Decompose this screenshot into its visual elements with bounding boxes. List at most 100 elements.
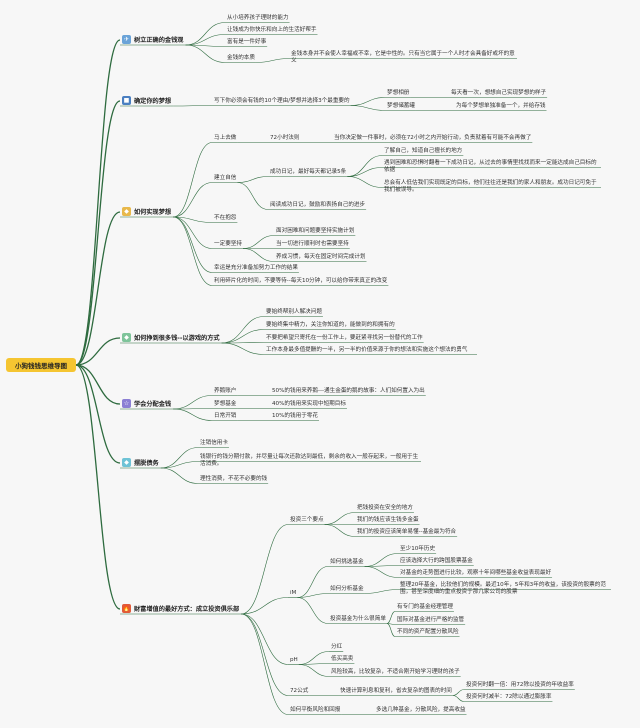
node-text[interactable]: 为每个梦想单独准备一个，并给存钱 — [456, 102, 546, 109]
connector-line — [75, 364, 121, 464]
branch-node[interactable]: ◆如何挣到很多钱--以游戏的方式 — [122, 333, 220, 342]
node-text[interactable]: 不要把希望只寄托在一份工作上，要赶紧寻找另一份替代的工作 — [266, 334, 423, 341]
branch-label: 摆脱债务 — [134, 460, 159, 467]
connector-line — [241, 613, 289, 665]
node-text[interactable]: 72公式 — [290, 687, 309, 694]
node-text[interactable]: 理性消费，不花不必要的钱 — [200, 475, 268, 482]
node-text[interactable]: 钱银行的钱分期付款，并尽量让每次还款达到最低，剩余的收入一般存起来，一般用于生活… — [200, 453, 419, 467]
node-text[interactable]: 注销信用卡 — [200, 439, 228, 446]
connector-line — [324, 524, 356, 537]
node-text[interactable]: 不在抱怨 — [214, 214, 237, 221]
connector-line — [185, 44, 226, 63]
node-text[interactable]: 如何分析基金 — [330, 585, 364, 592]
node-text[interactable]: 了解自己，知道自己擅长的地方 — [384, 147, 463, 154]
node-text[interactable]: 低买高卖 — [331, 655, 354, 662]
connector-line — [364, 553, 399, 567]
connector-line — [347, 155, 383, 177]
node-text[interactable]: 养成习惯，每天在固定时间完成计划 — [276, 253, 366, 260]
branch-node[interactable]: ◆如何实现梦想 — [122, 207, 171, 216]
node-text[interactable]: 不同的资产配置分散风险 — [397, 628, 459, 635]
node-text[interactable]: 多选几种基金，分散风险，提高收益 — [376, 706, 466, 713]
branch-node[interactable]: ■确定你的梦想 — [122, 96, 171, 105]
node-text[interactable]: pH — [290, 656, 298, 663]
node-text[interactable]: 建立自信 — [214, 174, 237, 181]
node-text[interactable]: 整理20年基金，比较他们的规模。最近10年，5年和3年的收益，该投资的股票的范围… — [400, 581, 606, 595]
node-text[interactable]: 总会有人低估我们实现既定的目标，他们往往还是我们的家人和朋友。成功日记可免于我们… — [384, 179, 597, 193]
node-text[interactable]: 风险较高，比较复杂，不适合刚开始学习理财的孩子 — [331, 668, 460, 675]
node-text[interactable]: 50%的钱用来养鹅---通生金蛋的鹅的故事：人们如何置入为出 — [272, 387, 425, 394]
branch-node[interactable]: 🔥财富增值的最好方式：成立投资俱乐部 — [122, 604, 239, 613]
connector-line — [297, 597, 329, 624]
node-text[interactable]: 幸运是充分准备加努力工作的结果 — [214, 264, 298, 271]
connector-line — [298, 664, 330, 677]
star-icon: ☆ — [122, 399, 131, 408]
node-text[interactable]: 一定要坚持 — [214, 240, 242, 247]
connector-line — [452, 689, 465, 696]
node-text[interactable]: 梦想相册 — [387, 89, 410, 96]
connector-line — [241, 613, 289, 696]
node-text[interactable]: 成功日记，最好每天都记录5条 — [270, 168, 347, 175]
connector-line — [452, 695, 465, 702]
node-text[interactable]: 有专门的基金经理管理 — [397, 603, 453, 610]
connector-line — [350, 105, 386, 111]
node-text[interactable]: 对基金的走势图进行比较，观察十年间哪些基金收益表现最好 — [400, 569, 552, 576]
node-text[interactable]: 如何平衡风险和回报 — [290, 706, 341, 713]
node-text[interactable]: 写下你必须会有钱的10个理由/梦想并选择3个最重要的 — [214, 97, 350, 104]
connector-line — [185, 22, 226, 46]
connector-line — [347, 167, 383, 177]
connector-line — [160, 447, 199, 469]
node-text[interactable]: 把钱投资在安全的地方 — [357, 504, 413, 511]
node-text[interactable]: 日常开销 — [214, 412, 237, 419]
connector-line — [386, 623, 396, 637]
node-text[interactable]: 每天看一次，想想自己实现梦想的样子 — [451, 89, 547, 96]
connector-line — [350, 97, 386, 106]
node-text[interactable]: 让钱成为你快乐和向上的生活好帮手 — [227, 26, 317, 33]
node-text[interactable]: 至少10年历史 — [400, 545, 436, 552]
node-text[interactable]: 10%的钱用于零花 — [272, 412, 318, 419]
branch-node[interactable]: ◆摆脱债务 — [122, 458, 159, 467]
connector-line — [75, 39, 121, 366]
node-text[interactable]: 面对困难和问题要坚持实施计划 — [276, 227, 355, 234]
connector-line — [75, 364, 121, 405]
node-text[interactable]: 如何挑选基金 — [330, 558, 364, 565]
node-text[interactable]: 要始终集中精力，关注你知道的，能做到的和拥有的 — [266, 321, 395, 328]
node-text[interactable]: 富有是一件好事 — [227, 38, 267, 45]
branch-node[interactable]: ✈树立正确的金钱观 — [122, 35, 184, 44]
node-text[interactable]: 阅读成功日记，鼓励和表扬自己的进步 — [270, 201, 366, 208]
node-text[interactable]: 马上去做 — [214, 134, 237, 141]
connector-line — [237, 182, 269, 210]
node-text[interactable]: 从小培养孩子理财的能力 — [227, 14, 289, 21]
branch-node[interactable]: ☆学会分配金钱 — [122, 399, 171, 408]
node-text[interactable]: 快速计算利息和复利，省去复杂的图表的时间 — [340, 687, 452, 694]
node-text[interactable]: 我们的钱应该生钱多金蛋 — [357, 516, 419, 523]
diamond-icon: ◆ — [122, 458, 131, 467]
node-text[interactable]: 投资三个要点 — [290, 516, 324, 523]
node-text[interactable]: 投资基金为什么很简单 — [330, 615, 386, 622]
node-text[interactable]: 当你决定做一件事时，必须在72小时之内开始行动，负责就着有可能不会再做了 — [334, 134, 532, 141]
node-text[interactable]: 应该选择大行的跨国股票基金 — [400, 557, 473, 564]
root-node[interactable]: 小狗钱钱思维导图 — [6, 358, 76, 372]
connector-line — [221, 342, 265, 355]
node-text[interactable]: 分红 — [331, 643, 343, 650]
connector-line — [297, 593, 329, 598]
node-text[interactable]: 利用碎片化的时间，不要等待--每天10分钟，可以给你带来真正的改变 — [214, 277, 388, 284]
node-text[interactable]: 要始终帮别人解决问题 — [266, 308, 322, 315]
branch-label: 确定你的梦想 — [134, 98, 172, 105]
node-text[interactable]: 金钱本身并不会使人幸福或不幸，它是中性的。只有当它属于一个人时才会具备好或坏的意… — [291, 50, 515, 64]
node-text[interactable]: 养鹅账户 — [214, 387, 237, 394]
node-text[interactable]: 72小时法则 — [270, 134, 300, 141]
node-text[interactable]: 40%的钱用来实现中短期目标 — [272, 400, 346, 407]
node-text[interactable]: 工作本身最多值提酬的一半，另一半的价值来源于你的想法和实施这个想法的勇气 — [266, 346, 468, 353]
node-text[interactable]: 投资何时减半：72除以通过膨胀率 — [466, 693, 552, 700]
node-text[interactable]: 我们的投资应该简单易懂--基金最为符合 — [357, 528, 457, 535]
node-text[interactable]: 金钱的本质 — [227, 54, 255, 61]
node-text[interactable]: 当一切进行顺利时也需要坚持 — [276, 240, 349, 247]
square-icon: ■ — [122, 96, 131, 105]
node-text[interactable]: 梦想基金 — [214, 400, 237, 407]
node-text[interactable]: 遇到困难和恐惧时翻看一下成功日记，从过去的事情里找找而来一定能达成自己目标的依据 — [384, 159, 597, 173]
node-text[interactable]: 国际对基金进行严格的监管 — [397, 616, 465, 623]
node-text[interactable]: 投资何时翻一倍：用72除以投资的年收益率 — [466, 681, 574, 688]
node-text[interactable]: 梦想储蓄罐 — [387, 102, 415, 109]
branch-label: 树立正确的金钱观 — [134, 37, 184, 44]
node-text[interactable]: iM — [290, 589, 297, 596]
